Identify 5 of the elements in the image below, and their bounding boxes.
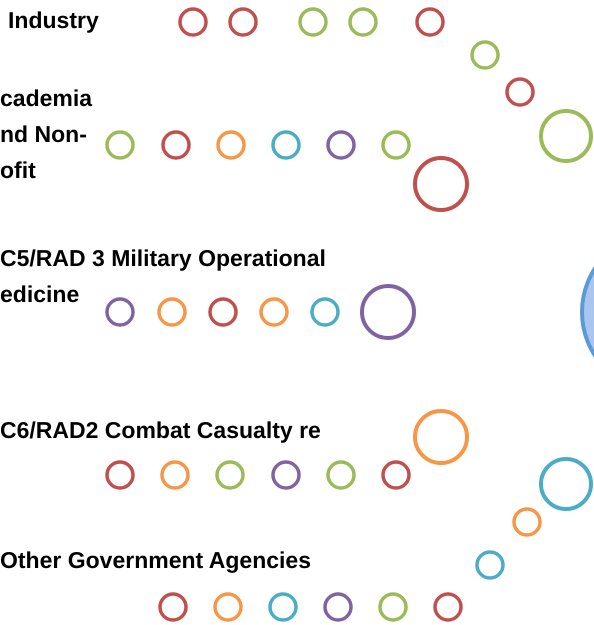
category-label: cademia nd Non- ofit [0, 84, 94, 185]
category-label: Industry [8, 6, 100, 35]
category-label: C5/RAD 3 Military Operational edicine [0, 244, 327, 309]
category-label: Other Government Agencies [0, 546, 312, 575]
category-label: C6/RAD2 Combat Casualty re [0, 416, 322, 445]
